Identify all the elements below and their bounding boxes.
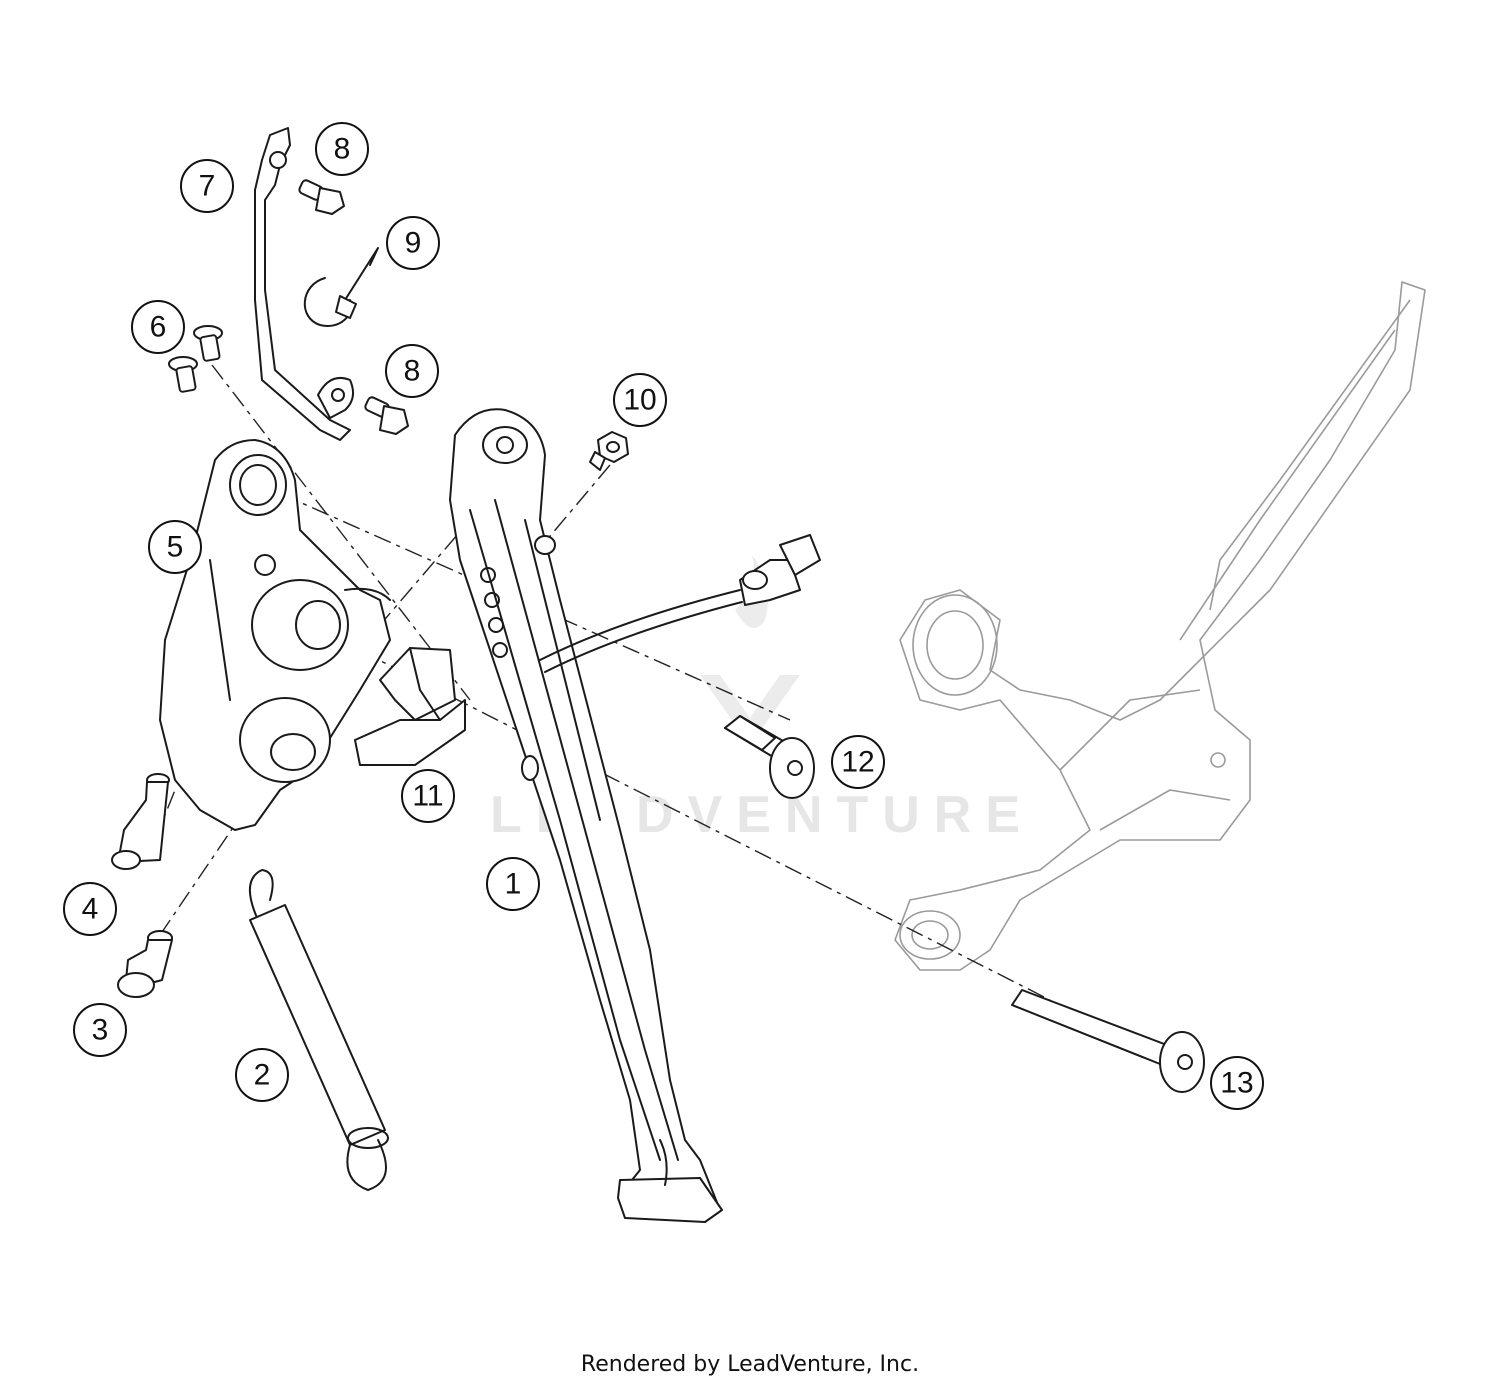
side-stand-part [449, 408, 723, 1223]
bushing-3-part [117, 930, 173, 998]
svg-text:5: 5 [167, 531, 184, 564]
sleeve-bolt-12-part [724, 715, 815, 799]
svg-text:12: 12 [841, 746, 874, 779]
svg-text:2: 2 [254, 1059, 271, 1092]
long-bolt-13-part [1011, 989, 1205, 1093]
callout-13: 13 [1210, 1056, 1264, 1110]
svg-text:9: 9 [405, 227, 422, 260]
callout-8-bottom: 8 [385, 344, 439, 398]
spring-part [249, 869, 389, 1191]
svg-text:13: 13 [1220, 1067, 1253, 1100]
svg-text:11: 11 [412, 780, 443, 813]
bushing-4-part [111, 773, 170, 870]
flange-bolt-bottom [364, 396, 409, 435]
callout-7: 7 [180, 159, 234, 213]
callout-1: 1 [486, 857, 540, 911]
callout-12: 12 [831, 735, 885, 789]
callout-4: 4 [63, 882, 117, 936]
svg-text:10: 10 [623, 384, 656, 417]
callout-11: 11 [401, 769, 455, 823]
screws-part [168, 325, 223, 393]
cable-tie-part [303, 247, 379, 327]
stand-bracket-part [159, 439, 391, 831]
callout-8-top: 8 [315, 122, 369, 176]
bracket-plate-part [254, 127, 355, 441]
callout-9: 9 [386, 216, 440, 270]
flange-bolt-top [298, 179, 345, 215]
nut-part [589, 431, 629, 471]
svg-text:7: 7 [199, 170, 216, 203]
footrest-bracket-ghost [894, 281, 1426, 971]
callout-2: 2 [235, 1048, 289, 1102]
render-credit-footer: Rendered by LeadVenture, Inc. [580, 1352, 920, 1377]
svg-text:4: 4 [82, 893, 99, 926]
svg-text:8: 8 [334, 133, 351, 166]
svg-text:1: 1 [505, 868, 522, 901]
callout-10: 10 [613, 373, 667, 427]
svg-text:3: 3 [92, 1014, 109, 1047]
callout-6: 6 [131, 300, 185, 354]
svg-text:6: 6 [150, 311, 167, 344]
callout-5: 5 [148, 520, 202, 574]
bumper-block-part [354, 647, 466, 766]
stand-switch-cable [539, 534, 821, 673]
callout-3: 3 [73, 1003, 127, 1057]
svg-text:8: 8 [404, 355, 421, 388]
